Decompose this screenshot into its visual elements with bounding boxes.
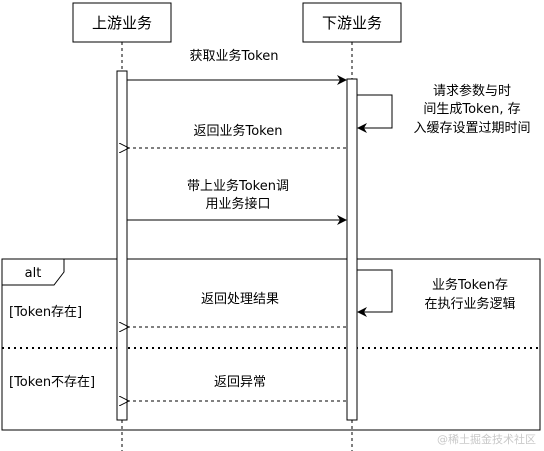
- guard-token-exists: [Token存在]: [9, 305, 82, 320]
- note-execute-logic-line1: 业务Token存: [432, 277, 508, 293]
- message-return-token-label: 返回业务Token: [194, 123, 283, 139]
- note-generate-token-line1: 请求参数与时: [433, 83, 511, 99]
- guard-token-missing: [Token不存在]: [9, 375, 95, 390]
- downstream-actor-box: [302, 2, 402, 43]
- message-call-api-label-line1: 带上业务Token调: [187, 178, 289, 194]
- downstream-activation: [346, 78, 358, 421]
- upstream-actor-box: [72, 2, 172, 43]
- upstream-activation: [116, 70, 128, 421]
- upstream-actor-label: 上游业务: [92, 14, 152, 32]
- note-generate-token-line3: 入缓存设置过期时间: [413, 121, 530, 136]
- note-execute-logic-line2: 在执行业务逻辑: [424, 296, 515, 312]
- message-return-error-label: 返回异常: [214, 375, 266, 390]
- downstream-actor-label: 下游业务: [322, 14, 382, 32]
- alt-frame: [1, 258, 541, 431]
- message-return-result-label: 返回处理结果: [201, 292, 279, 307]
- alt-frame-tag: [2, 258, 65, 286]
- alt-frame-label: alt: [25, 266, 42, 281]
- note-generate-token-line2: 间生成Token, 存: [423, 102, 520, 117]
- message-call-api-label-line2: 用业务接口: [205, 196, 270, 212]
- message-get-token-label: 获取业务Token: [190, 48, 279, 64]
- watermark: @稀土掘金技术社区: [437, 432, 536, 446]
- self-call-generate-token: [357, 94, 393, 133]
- self-call-execute-logic: [357, 269, 393, 317]
